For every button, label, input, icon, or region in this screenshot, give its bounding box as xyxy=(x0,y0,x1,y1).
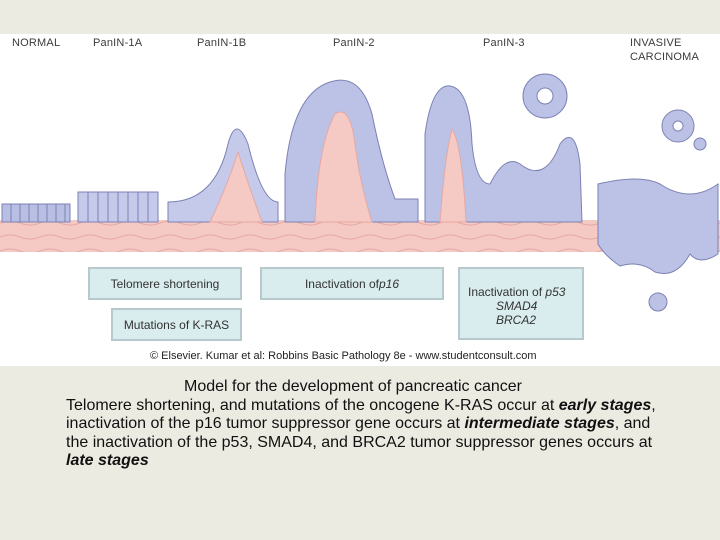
smad4-line: SMAD4 xyxy=(496,298,538,313)
caption-intermediate: intermediate stages xyxy=(464,415,615,432)
p53-line: Inactivation of p53 xyxy=(468,285,565,299)
caption-part-2: , inactivation of the p16 tumor suppress… xyxy=(66,396,656,433)
stage-label-panin-1b: PanIN-1B xyxy=(197,37,247,49)
caption-part-3: , and the inactivation of the p53, SMAD4… xyxy=(66,415,653,451)
figure-credit: © Elsevier. Kumar et al: Robbins Basic P… xyxy=(150,350,537,362)
p53-prefix: Inactivation of xyxy=(468,284,546,299)
stage-label-panin-3: PanIN-3 xyxy=(483,37,525,49)
brca2-line: BRCA2 xyxy=(496,312,537,327)
p53-gene: p53 xyxy=(545,284,566,299)
normal-epithelium xyxy=(1,203,71,223)
stage-label-invasive-line2: CARCINOMA xyxy=(630,51,700,63)
panin-1b-epithelium xyxy=(167,128,279,223)
kras-mutation-box: Mutations of K-RAS xyxy=(111,308,242,341)
p16-prefix: Inactivation of xyxy=(304,276,379,291)
caption: Model for the development of pancreatic … xyxy=(66,378,676,471)
caption-title: Model for the development of pancreatic … xyxy=(184,378,522,395)
p16-inactivation-box: Inactivation of p16 xyxy=(260,267,444,300)
caption-late: late stages xyxy=(66,452,149,469)
panin-2-epithelium xyxy=(284,79,419,223)
tissue-illustration xyxy=(0,73,720,312)
panin-1a-epithelium xyxy=(77,191,159,223)
stage-label-panin-2: PanIN-2 xyxy=(333,37,375,49)
stage-label-invasive: INVASIVE CARCINOMA xyxy=(630,36,699,64)
stage-label-normal: NORMAL xyxy=(12,37,61,49)
telomere-shortening-box: Telomere shortening xyxy=(88,267,242,300)
invasive-carcinoma xyxy=(597,109,719,312)
stage-label-panin-1a: PanIN-1A xyxy=(93,37,143,49)
p16-gene: p16 xyxy=(379,276,400,291)
caption-part-1: Telomere shortening, and mutations of th… xyxy=(66,396,559,414)
late-inactivation-box: Inactivation of p53 SMAD4 BRCA2 xyxy=(458,267,584,340)
panin-3-epithelium xyxy=(424,73,583,223)
stage-label-invasive-line1: INVASIVE xyxy=(630,37,682,49)
caption-early: early stages xyxy=(558,396,652,414)
